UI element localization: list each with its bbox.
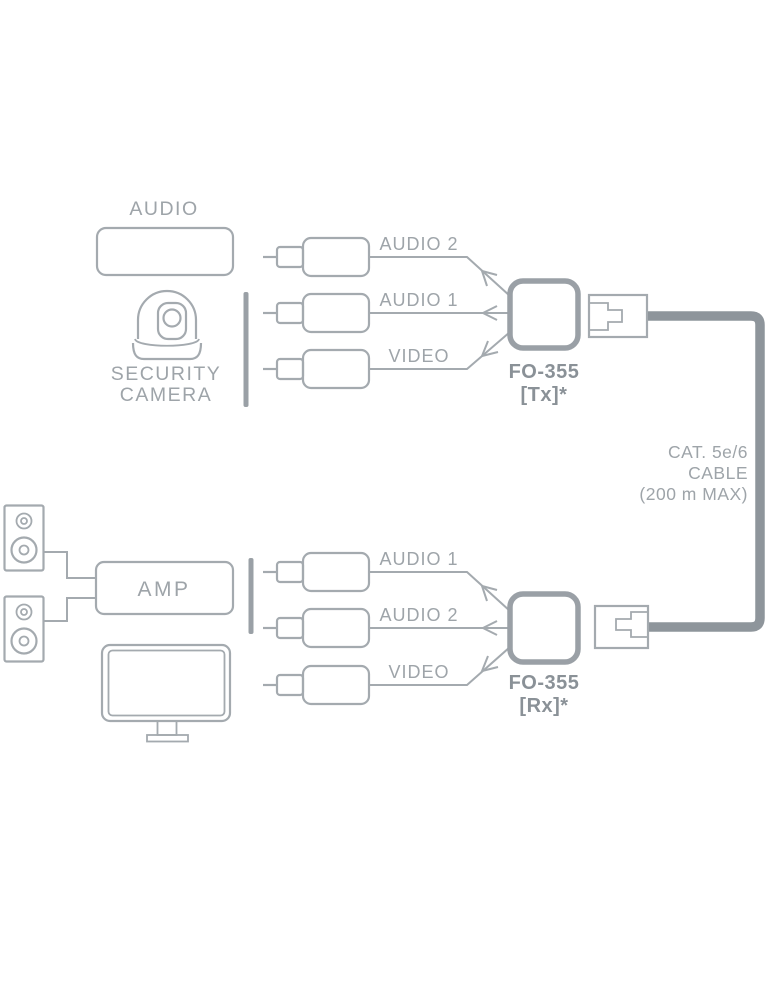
fo355-rx-name: FO-355 (509, 672, 580, 694)
rca-connector-top-1 (261, 236, 371, 278)
fo355-tx-mode: [Tx]* (521, 384, 568, 406)
line-label-top-audio1: AUDIO 1 (379, 290, 458, 310)
rca-connector-bottom-3 (261, 664, 371, 706)
speaker-icon-2 (3, 595, 45, 663)
rj45-plug-tx-icon (587, 293, 649, 339)
fo355-tx-box (507, 278, 581, 351)
camera-label-line2: CAMERA (120, 384, 212, 406)
rj45-plug-rx-icon (593, 604, 650, 650)
signal-line-bottom-audio1 (369, 571, 511, 612)
signal-line-bottom-video (369, 646, 511, 686)
speaker-wire-2 (44, 597, 96, 622)
audio-device-box (95, 226, 235, 277)
amp-box (94, 560, 235, 616)
arrowhead-bottom-1 (480, 584, 498, 602)
rca-connector-top-2 (261, 292, 371, 334)
fo355-rx-box (507, 591, 581, 665)
top-divider-bar (243, 292, 249, 407)
security-camera-icon (131, 289, 203, 361)
cable-label-type: CAT. 5e/6 (668, 442, 748, 462)
cable-label-limit: (200 m MAX) (639, 484, 748, 504)
arrowhead-bottom-2 (480, 620, 498, 636)
audio-device-label: AUDIO (129, 198, 198, 220)
cable-label-word: CABLE (688, 463, 748, 483)
line-label-bottom-audio2: AUDIO 2 (379, 605, 458, 625)
amp-label: AMP (137, 578, 190, 601)
arrowhead-top-1 (480, 269, 498, 287)
line-label-top-audio2: AUDIO 2 (379, 234, 458, 254)
fo355-rx-mode: [Rx]* (519, 695, 568, 717)
speaker-wire-1 (44, 551, 96, 579)
arrowhead-top-2 (480, 305, 498, 321)
bottom-divider-bar (248, 558, 254, 634)
line-label-bottom-video: VIDEO (388, 662, 449, 682)
rca-connector-top-3 (261, 348, 371, 390)
signal-line-top-audio2 (369, 256, 511, 297)
line-label-bottom-audio1: AUDIO 1 (379, 549, 458, 569)
rca-connector-bottom-1 (261, 551, 371, 593)
camera-label-line1: SECURITY (111, 363, 222, 385)
fo355-tx-name: FO-355 (509, 361, 580, 383)
monitor-icon (100, 643, 232, 743)
cat5-cable (648, 311, 765, 632)
signal-line-top-video (369, 331, 511, 370)
rca-connector-bottom-2 (261, 607, 371, 649)
arrowhead-top-3 (480, 340, 499, 358)
arrowhead-bottom-3 (480, 655, 499, 673)
speaker-icon-1 (3, 504, 45, 572)
line-label-top-video: VIDEO (388, 346, 449, 366)
